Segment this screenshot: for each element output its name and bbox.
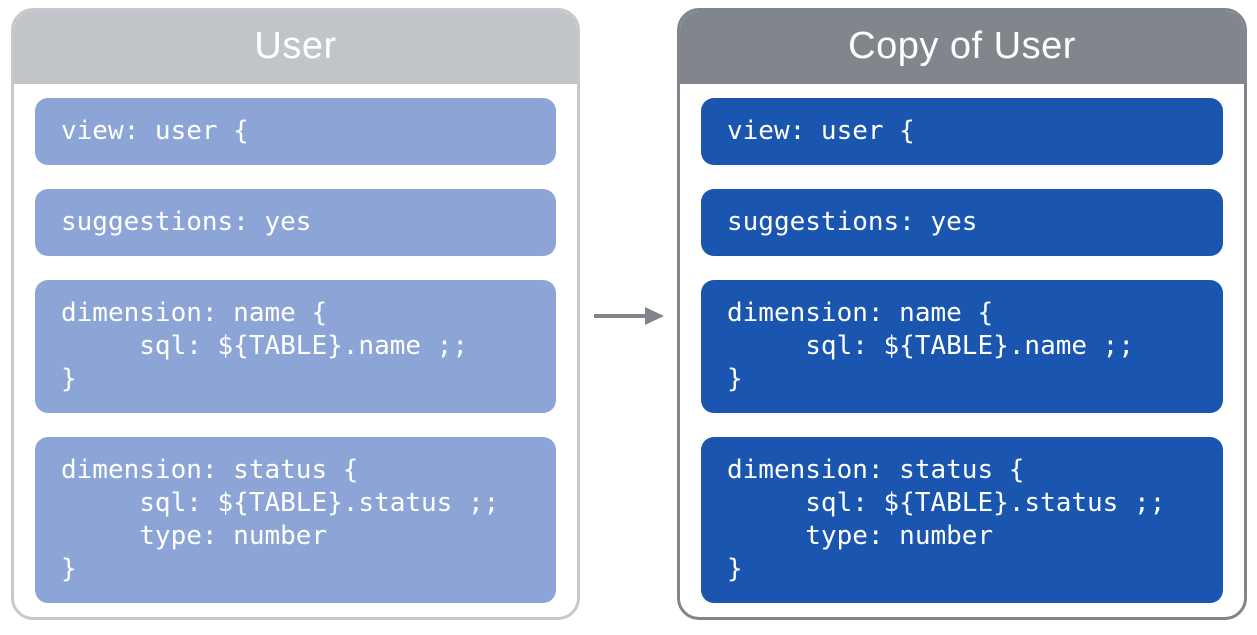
- panel-user: User view: user { suggestions: yes dimen…: [11, 8, 580, 620]
- code-block-dimension-name: dimension: name { sql: ${TABLE}.name ;; …: [35, 280, 556, 413]
- code-block-dimension-status: dimension: status { sql: ${TABLE}.status…: [701, 437, 1223, 603]
- code-block-dimension-status: dimension: status { sql: ${TABLE}.status…: [35, 437, 556, 603]
- right-arrow-icon: [592, 303, 666, 329]
- code-block-view: view: user {: [35, 98, 556, 165]
- panel-user-header: User: [14, 11, 577, 84]
- code-block-suggestions: suggestions: yes: [35, 189, 556, 256]
- code-block-view: view: user {: [701, 98, 1223, 165]
- panel-copy-of-user-title: Copy of User: [848, 24, 1076, 67]
- panel-user-body: view: user { suggestions: yes dimension:…: [14, 84, 577, 603]
- panel-user-title: User: [254, 24, 337, 67]
- panel-copy-of-user-body: view: user { suggestions: yes dimension:…: [680, 84, 1244, 603]
- code-block-suggestions: suggestions: yes: [701, 189, 1223, 256]
- code-block-dimension-name: dimension: name { sql: ${TABLE}.name ;; …: [701, 280, 1223, 413]
- panel-copy-of-user-header: Copy of User: [680, 11, 1244, 84]
- panel-copy-of-user: Copy of User view: user { suggestions: y…: [677, 8, 1247, 620]
